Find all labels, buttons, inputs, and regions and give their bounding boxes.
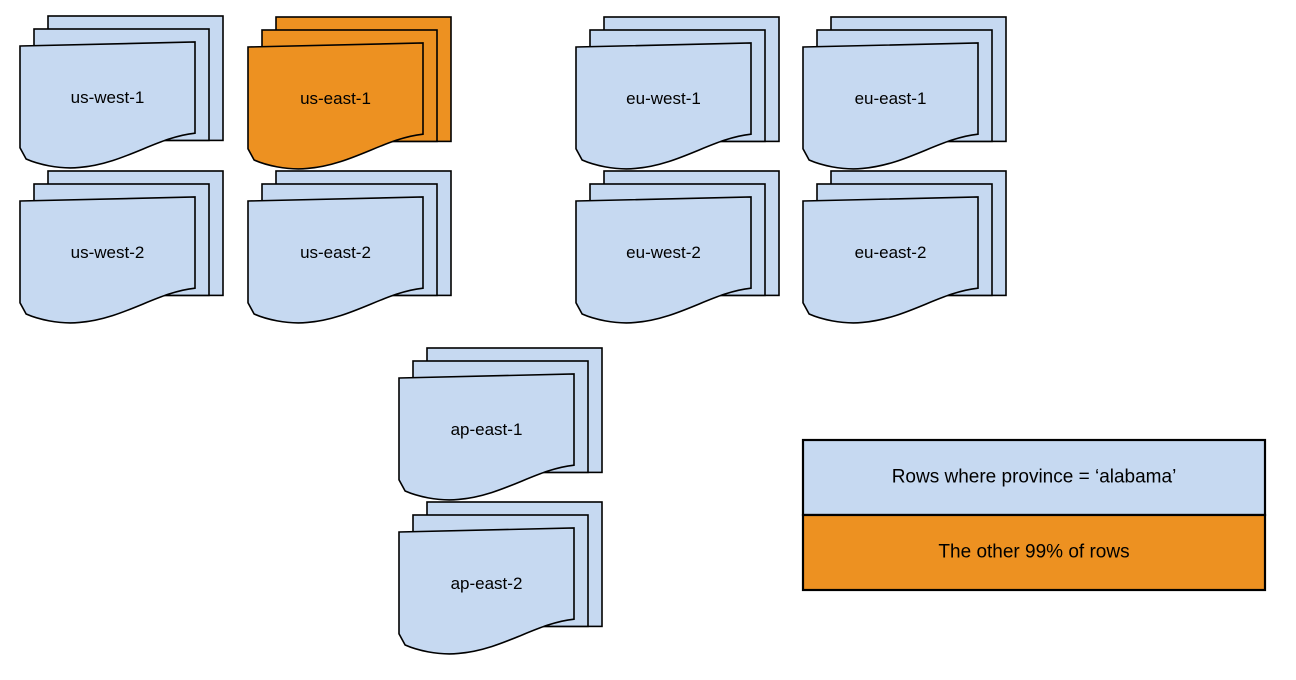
- document-stack-eu-west-1[interactable]: eu-west-1: [575, 16, 780, 170]
- legend-swatch-legend-blue: [801, 438, 1267, 517]
- document-stack-ap-east-1[interactable]: ap-east-1: [398, 347, 603, 501]
- document-stack-eu-east-2[interactable]: eu-east-2: [802, 170, 1007, 324]
- stack-label-eu-east-2: eu-east-2: [855, 243, 927, 262]
- document-stack-eu-west-2[interactable]: eu-west-2: [575, 170, 780, 324]
- stack-front-card[interactable]: [802, 196, 979, 324]
- stack-label-eu-west-1: eu-west-1: [626, 89, 701, 108]
- legend-label-legend-blue: Rows where province = ‘alabama’: [892, 467, 1177, 488]
- stacks-layer: us-west-1 us-east-1 eu-west-1 eu-east-1 us-w…: [19, 15, 1007, 655]
- stack-front-card[interactable]: [247, 196, 424, 324]
- stack-front-card[interactable]: [398, 373, 575, 501]
- legend-swatch-legend-orange: [801, 513, 1267, 592]
- stack-label-us-east-1: us-east-1: [300, 89, 371, 108]
- legend-row-legend-orange[interactable]: The other 99% of rows: [801, 513, 1267, 592]
- legend-row-legend-blue[interactable]: Rows where province = ‘alabama’: [801, 438, 1267, 517]
- stack-front-card[interactable]: [802, 42, 979, 170]
- document-stack-eu-east-1[interactable]: eu-east-1: [802, 16, 1007, 170]
- stack-front-card[interactable]: [19, 41, 196, 169]
- stack-label-us-west-2: us-west-2: [71, 243, 145, 262]
- document-stack-us-west-2[interactable]: us-west-2: [19, 170, 224, 324]
- stack-label-us-east-2: us-east-2: [300, 243, 371, 262]
- stack-front-card[interactable]: [398, 527, 575, 655]
- document-stack-ap-east-2[interactable]: ap-east-2: [398, 501, 603, 655]
- stack-label-us-west-1: us-west-1: [71, 88, 145, 107]
- stack-label-eu-east-1: eu-east-1: [855, 89, 927, 108]
- stack-front-card[interactable]: [19, 196, 196, 324]
- stack-label-eu-west-2: eu-west-2: [626, 243, 701, 262]
- document-stack-us-west-1[interactable]: us-west-1: [19, 15, 224, 169]
- document-stack-us-east-2[interactable]: us-east-2: [247, 170, 452, 324]
- stack-front-card[interactable]: [575, 42, 752, 170]
- stack-label-ap-east-1: ap-east-1: [451, 420, 523, 439]
- stack-front-card[interactable]: [575, 196, 752, 324]
- stack-label-ap-east-2: ap-east-2: [451, 574, 523, 593]
- stack-front-card[interactable]: [247, 42, 424, 170]
- document-stack-us-east-1[interactable]: us-east-1: [247, 16, 452, 170]
- legend-layer: Rows where province = ‘alabama’ The other…: [801, 438, 1267, 592]
- legend-label-legend-orange: The other 99% of rows: [938, 542, 1129, 563]
